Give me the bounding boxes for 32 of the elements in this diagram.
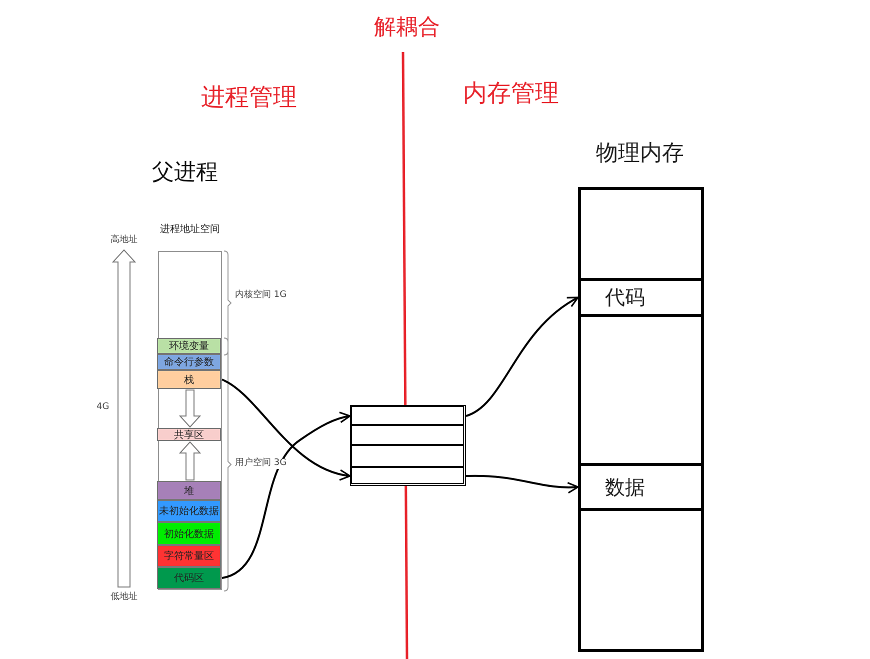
axis-label: 高地址 bbox=[110, 236, 138, 246]
column-heading: 物理内存 bbox=[595, 140, 685, 168]
memory-segment: 代码区 bbox=[157, 567, 221, 589]
arrow bbox=[178, 390, 202, 428]
table-row bbox=[351, 425, 464, 445]
page-table bbox=[350, 405, 466, 486]
memory-segment: 未初始化数据 bbox=[157, 500, 221, 522]
arrow bbox=[222, 378, 351, 480]
table-row bbox=[351, 445, 464, 467]
memory-segment: 共享区 bbox=[157, 428, 221, 441]
section-title: 解耦合 bbox=[374, 16, 440, 40]
memory-segment: 命令行参数 bbox=[157, 354, 221, 370]
section-title: 内存管理 bbox=[463, 80, 559, 106]
brace-label: 用户空间 3G bbox=[235, 459, 287, 469]
arrow bbox=[466, 474, 579, 494]
arrow bbox=[466, 296, 579, 417]
table-row bbox=[351, 467, 464, 484]
table-row bbox=[351, 406, 464, 425]
process-title: 父进程 bbox=[152, 161, 218, 186]
memory-segment: 环境变量 bbox=[157, 338, 221, 354]
memory-segment: 代码 bbox=[581, 278, 701, 317]
memory-segment: 数据 bbox=[581, 463, 701, 511]
memory-segment: 堆 bbox=[157, 481, 221, 500]
arrow bbox=[178, 441, 202, 480]
brace-label: 内核空间 1G bbox=[235, 291, 287, 301]
column-heading: 进程地址空间 bbox=[159, 222, 221, 236]
axis-label: 低地址 bbox=[110, 593, 138, 603]
memory-segment: 初始化数据 bbox=[157, 522, 221, 545]
memory-segment: 栈 bbox=[157, 370, 221, 389]
section-title: 进程管理 bbox=[201, 84, 297, 110]
arrow bbox=[222, 412, 351, 579]
memory-segment: 字符常量区 bbox=[157, 545, 221, 567]
